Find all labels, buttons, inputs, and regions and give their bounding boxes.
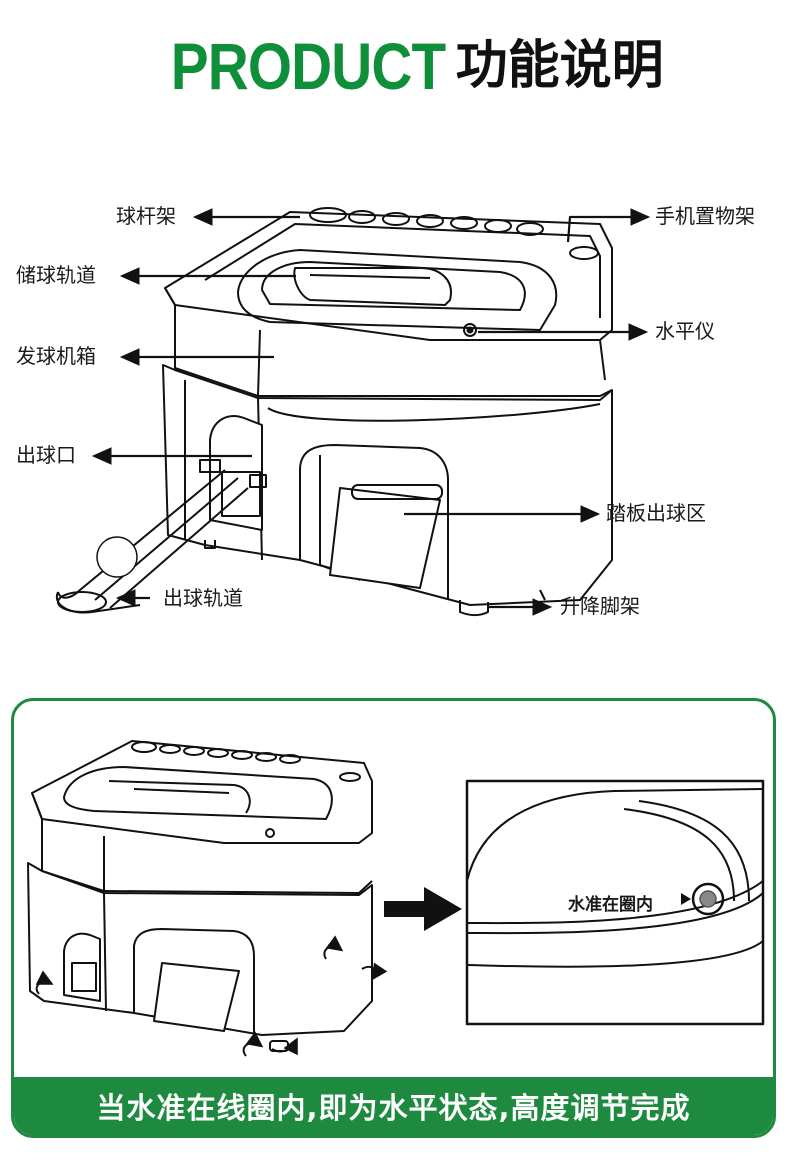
level-zoom-label: 水准在圈内 bbox=[568, 895, 653, 915]
label-ball-outlet: 出球口 bbox=[16, 443, 76, 467]
label-pedal-ball-zone: 踏板出球区 bbox=[606, 501, 706, 525]
label-lift-feet: 升降脚架 bbox=[560, 594, 640, 618]
panel-footer: 当水准在线圈内,即为水平状态,高度调节完成 bbox=[14, 1077, 773, 1135]
label-ball-storage-track: 储球轨道 bbox=[16, 263, 96, 287]
label-phone-holder: 手机置物架 bbox=[655, 204, 755, 228]
product-illustration bbox=[55, 207, 651, 616]
level-illustration bbox=[27, 740, 765, 1057]
label-ball-dispenser-box: 发球机箱 bbox=[16, 344, 96, 368]
title-chinese: 功能说明 bbox=[455, 36, 664, 96]
product-diagram: 球杆架 储球轨道 发球机箱 出球口 出球轨道 手机置物架 水平仪 踏板出球区 升… bbox=[16, 204, 755, 618]
label-ball-exit-track: 出球轨道 bbox=[163, 586, 243, 610]
footer-instruction: 当水准在线圈内,即为水平状态,高度调节完成 bbox=[96, 1091, 691, 1125]
level-adjust-panel: 水准在圈内 当水准在线圈内,即为水平状态,高度调节完成 bbox=[11, 698, 776, 1138]
title-english: PRODUCT bbox=[171, 29, 446, 103]
label-club-rack: 球杆架 bbox=[116, 204, 176, 228]
label-level: 水平仪 bbox=[655, 319, 715, 343]
page-header: PRODUCT 功能说明 bbox=[0, 26, 790, 106]
